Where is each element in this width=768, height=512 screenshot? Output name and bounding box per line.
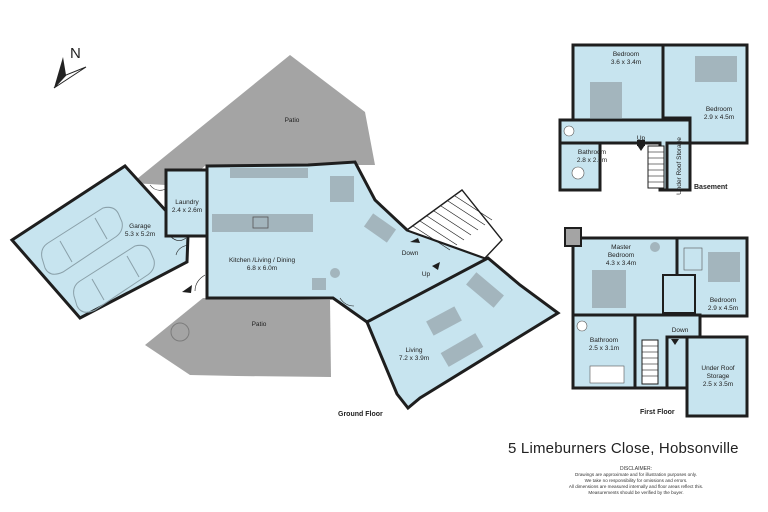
first-storage-dim: 2.5 x 3.5m	[703, 381, 733, 388]
living-label: Living	[406, 347, 423, 354]
armchair	[312, 278, 326, 290]
basement-bedroom-2-dim: 2.9 x 4.5m	[704, 114, 734, 121]
bed-icon	[592, 270, 626, 308]
kitchen-dim: 6.8 x 6.0m	[247, 265, 277, 272]
dining-table	[330, 176, 354, 202]
first-bathroom-dim: 2.5 x 3.1m	[589, 345, 619, 352]
north-label: N	[70, 45, 81, 62]
room-labels: Patio Patio Laundry 2.4 x 2.6m Garage 5.…	[125, 51, 738, 388]
toilet-icon	[576, 320, 588, 332]
toilet-icon	[563, 125, 575, 137]
bed-icon	[590, 82, 622, 118]
disclaimer-line: All dimensions are measured internally a…	[568, 484, 704, 489]
round-chair	[330, 268, 340, 278]
stairs-first	[641, 339, 659, 385]
stairs-basement	[647, 145, 665, 189]
door-swings	[149, 184, 355, 307]
garage-dim: 5.3 x 5.2m	[125, 231, 155, 238]
entry-arrow-icon	[182, 285, 192, 293]
arrow-up-icon	[637, 145, 645, 151]
coffee-table	[426, 306, 462, 336]
first-bedroom-dim: 2.9 x 4.5m	[708, 305, 738, 312]
bed-icon	[708, 252, 740, 282]
garage-room	[9, 164, 190, 320]
stairs-down-label: Down	[402, 250, 419, 257]
arrow-down-icon	[410, 238, 420, 243]
basement-bathroom-dim: 2.8 x 2.0m	[577, 157, 607, 164]
property-address: 5 Limeburners Close, Hobsonville	[508, 440, 739, 457]
laundry-dim: 2.4 x 2.6m	[172, 207, 202, 214]
floor-labels: Ground Floor Basement First Floor	[338, 184, 728, 418]
arrow-stem	[637, 140, 645, 146]
chair-icon	[650, 242, 660, 252]
disclaimer-title: DISCLAIMER:	[620, 466, 652, 472]
wardrobe	[662, 274, 696, 314]
basement-bathroom	[558, 141, 602, 192]
basement-stairs-up-label: Up	[637, 135, 646, 142]
basin-icon	[571, 166, 585, 180]
round-table	[170, 322, 190, 342]
living-dim: 7.2 x 3.9m	[399, 355, 429, 362]
first-bedroom-label: Bedroom	[710, 297, 736, 304]
first-storage-label-1: Under Roof	[701, 365, 734, 372]
kitchen-counter	[212, 214, 313, 232]
basement-floor	[558, 43, 749, 192]
laundry-label: Laundry	[175, 199, 199, 206]
first-stairs-down-label: Down	[672, 327, 689, 334]
desk	[683, 247, 703, 271]
bed-icon	[695, 56, 737, 82]
first-bathroom-label: Bathroom	[590, 337, 618, 344]
car-icon	[73, 244, 155, 313]
patio-bottom-label: Patio	[252, 321, 267, 328]
first-floor	[564, 227, 749, 418]
arrow-down-icon	[671, 339, 679, 345]
basement-storage-label: Under Roof Storage	[676, 137, 683, 195]
stairs-up-label: Up	[422, 271, 431, 278]
disclaimer-line: Measurements should be verified by the b…	[588, 490, 684, 495]
chimney	[564, 227, 582, 247]
stair-treads	[412, 195, 493, 251]
living-room	[365, 256, 561, 411]
first-storage-gap	[665, 335, 689, 390]
basement-storage	[665, 141, 692, 192]
sofa	[440, 333, 484, 367]
bathtub-icon	[589, 365, 625, 384]
sofa	[466, 272, 504, 308]
sofa	[363, 213, 397, 243]
ground-floor-label: Ground Floor	[338, 411, 383, 418]
master-label-2: Bedroom	[608, 252, 634, 259]
stair-treads	[648, 151, 664, 183]
basement-label: Basement	[694, 184, 728, 191]
first-floor-label: First Floor	[640, 409, 675, 416]
ground-floor	[9, 55, 561, 411]
master-label-1: Master	[611, 244, 632, 251]
first-storage-label-2: Storage	[707, 373, 730, 380]
patio-top	[132, 55, 375, 186]
car-icon	[41, 206, 123, 275]
patio-bottom	[145, 298, 331, 377]
garage-label: Garage	[129, 223, 151, 230]
cooktop-icon	[252, 216, 269, 229]
arrow-up-icon	[432, 262, 440, 270]
north-arrow-icon: N	[53, 45, 87, 89]
master-dim: 4.3 x 3.4m	[606, 260, 636, 267]
basement-bedroom-1-dim: 3.6 x 3.4m	[611, 59, 641, 66]
basement-bathroom-label: Bathroom	[578, 149, 606, 156]
basement-bedroom-2-label: Bedroom	[706, 106, 732, 113]
disclaimer-line: Drawings are approximate and for illustr…	[575, 472, 697, 477]
patio-top-label: Patio	[285, 117, 300, 124]
kitchen-bench	[230, 168, 308, 178]
kitchen-label: Kitchen /Living / Dining	[229, 257, 296, 264]
stair-treads	[642, 345, 658, 377]
basement-bedroom-1-label: Bedroom	[613, 51, 639, 58]
disclaimer: DISCLAIMER: Drawings are approximate and…	[520, 466, 752, 496]
disclaimer-line: We take no responsibility for omissions …	[584, 478, 688, 483]
